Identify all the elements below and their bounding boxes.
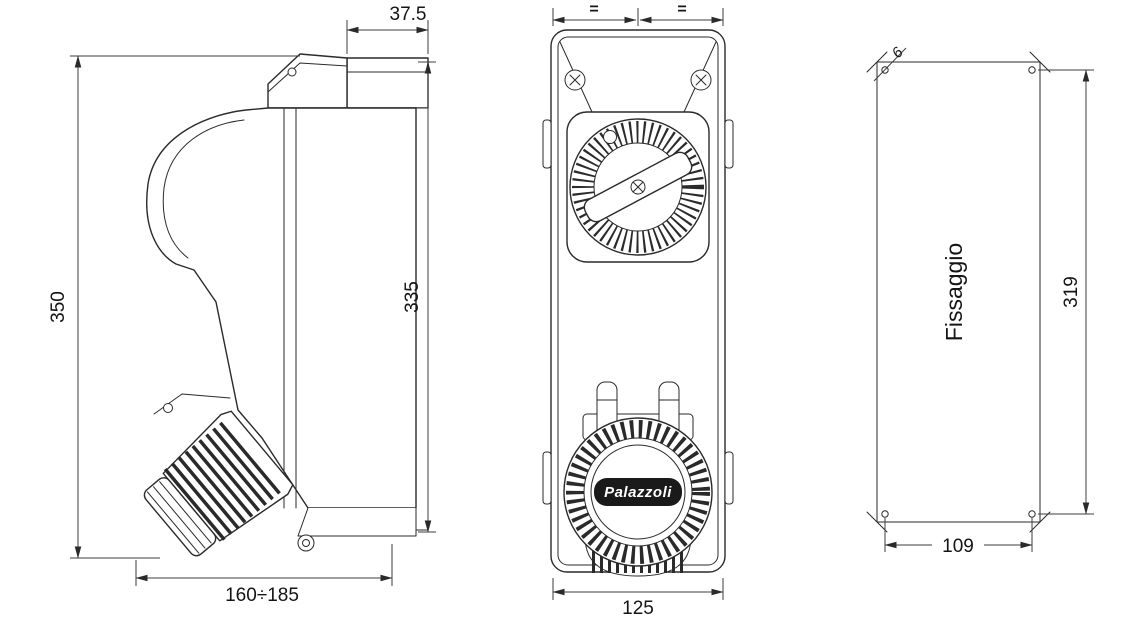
corner-tick-bottom-right <box>1029 511 1051 533</box>
corner-tick-top-right <box>1029 51 1051 73</box>
side-view: 350 37.5 335 160÷185 <box>48 4 436 606</box>
side-tab-top-left <box>542 119 552 169</box>
mounting-foot-tab <box>297 534 315 552</box>
side-tab-top-right <box>724 119 734 169</box>
back-mounting-plate <box>415 107 429 531</box>
dimension-width-125: 125 <box>552 578 724 619</box>
screw-top-right-cross-icon <box>695 74 707 86</box>
gland-cap-line-2 <box>153 486 206 549</box>
corner-tick-bottom-left <box>866 511 888 533</box>
gland-cap-line-1 <box>159 481 212 544</box>
fixing-template-view: Fissaggio 6 319 109 <box>866 44 1094 557</box>
dimension-body-height: 335 <box>402 61 436 533</box>
dimension-hole-spacing-horizontal: 109 <box>884 518 1033 557</box>
dim-label-335: 335 <box>402 281 423 313</box>
corner-tick-top-left <box>866 51 888 73</box>
fixing-hole-top-left-icon <box>881 66 889 74</box>
dimension-equal-spacing: = = <box>552 1 724 26</box>
gland-ear-hole-icon <box>163 403 173 413</box>
dial-center-screw-cross-icon <box>632 181 644 193</box>
dim-label-37-5: 37.5 <box>390 4 427 25</box>
main-body <box>146 107 417 509</box>
gland-outline <box>162 410 294 542</box>
fixing-hole-bottom-left-icon <box>881 510 889 518</box>
dim-label-350: 350 <box>48 291 69 323</box>
fixing-hole-top-right-icon <box>1028 66 1036 74</box>
fixing-plate: Fissaggio <box>866 51 1051 533</box>
top-lid-seam <box>267 62 348 93</box>
front-view: Palazzoli = = 125 <box>542 1 734 619</box>
dim-label-6: 6 <box>889 44 908 62</box>
brand-plate <box>594 478 682 506</box>
fixing-hole-bottom-right-icon <box>1028 510 1036 518</box>
brand-logo-text: Palazzoli <box>604 484 672 501</box>
dimension-top-depth: 37.5 <box>346 4 429 54</box>
dim-label-109: 109 <box>942 536 974 557</box>
side-view-device <box>143 53 429 557</box>
gland-ribs <box>163 421 281 542</box>
fissaggio-label: Fissaggio <box>941 243 967 341</box>
dim-label-125: 125 <box>622 598 654 619</box>
side-tab-bottom-left <box>542 451 552 505</box>
rear-terminal-box <box>346 57 429 109</box>
socket-dome-inner-arc <box>162 119 245 259</box>
mounting-foot-hole-icon <box>302 539 310 547</box>
gland-cap-line-3 <box>146 491 200 554</box>
side-tab-bottom-right <box>724 451 734 505</box>
mounting-foot <box>297 507 417 537</box>
socket-ring-knurl <box>566 420 710 564</box>
dimension-depth-range: 160÷185 <box>135 544 393 606</box>
front-view-device: Palazzoli <box>542 29 734 577</box>
socket-ring-inner-detail <box>590 444 686 540</box>
ribbed-socket-gland <box>143 410 294 557</box>
screw-top-left-cross-icon <box>569 74 581 86</box>
padlock-hole-icon <box>603 130 617 144</box>
dim-label-160-185: 160÷185 <box>225 585 299 606</box>
lid-screw-icon <box>287 67 297 77</box>
dimension-hole-spacing-vertical: 319 <box>1038 69 1094 515</box>
interlock-dial-outer <box>569 118 707 256</box>
leader-line <box>873 47 907 82</box>
equal-mark-left: = <box>589 1 598 18</box>
interlock-dial-knurl <box>572 121 704 253</box>
dim-label-319: 319 <box>1061 276 1082 308</box>
dimension-overall-height: 350 <box>48 55 300 559</box>
fixing-plate-outline <box>876 61 1041 523</box>
equal-mark-right: = <box>677 1 686 18</box>
